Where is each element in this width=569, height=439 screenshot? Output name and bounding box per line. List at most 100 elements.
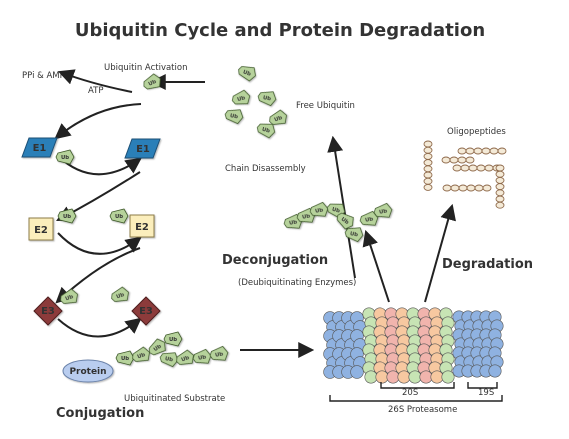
- ub-label: Ub: [242, 69, 252, 77]
- conjugation-label: Conjugation: [56, 406, 144, 421]
- degradation-label: Degradation: [442, 257, 533, 272]
- oligopeptides-label: Oligopeptides: [447, 127, 506, 137]
- proteasome-19s-label: 19S: [478, 388, 494, 398]
- e1-left-ubiquitin: Ub: [55, 149, 75, 165]
- free-ubiquitin-2: Ub: [231, 89, 251, 105]
- substrate-ubiquitin-1: Ub: [115, 350, 135, 366]
- ub-label: Ub: [121, 356, 129, 362]
- oligopeptide-top-row-bead: [457, 147, 467, 155]
- ub-label: Ub: [148, 79, 158, 88]
- oligopeptide-vertical-left-bead: [423, 140, 433, 148]
- substrate-ubiquitin-4: Ub: [159, 352, 179, 368]
- proteasome-right-cap-subunit: [488, 364, 502, 378]
- oligopeptide-bottom-row-bead: [442, 184, 452, 192]
- oligopeptide-vertical-left-bead: [423, 159, 433, 167]
- oligopeptide-short-row-bead: [441, 156, 451, 164]
- ub-label: Ub: [164, 356, 173, 363]
- e2-right-label: E2: [135, 222, 149, 233]
- ub-label: Ub: [331, 207, 341, 215]
- conjugation-cycle-arrows: [54, 69, 456, 358]
- ub-label: Ub: [349, 231, 358, 238]
- ub-label: Ub: [65, 294, 75, 302]
- oligopeptide-top-row-bead: [497, 147, 507, 155]
- oligopeptide-bottom-row-bead: [458, 184, 468, 192]
- ub-label: Ub: [215, 351, 224, 358]
- e2-right-ubiquitin: Ub: [109, 208, 129, 224]
- e2-left-label: E2: [34, 225, 48, 236]
- substrate-ubiquitin-8: Ub: [163, 331, 183, 347]
- chain-ubiquitin-3: Ub: [309, 201, 329, 217]
- ub-label: Ub: [340, 216, 350, 226]
- proteasome-core-subunit: [386, 370, 400, 384]
- e1-right-enzyme: E1: [124, 138, 161, 159]
- e3-right-label: E3: [139, 306, 153, 317]
- substrate-ubiquitin-2: Ub: [132, 346, 150, 362]
- proteasome-brackets: [329, 382, 503, 402]
- activation-ubiquitin: Ub: [143, 73, 161, 90]
- oligopeptide-vertical-right-bead: [495, 189, 505, 197]
- chain-ubiquitin-7: Ub: [359, 210, 379, 226]
- e3-left-ubiquitin: Ub: [60, 288, 78, 304]
- ub-label: Ub: [261, 127, 271, 135]
- proteasome-core-subunit: [430, 370, 444, 384]
- ub-label: Ub: [153, 343, 163, 353]
- substrate-ubiquitin-5: Ub: [176, 349, 194, 365]
- oligopeptide-middle-row-bead: [476, 164, 486, 172]
- oligopeptide-middle-row-bead: [468, 164, 478, 172]
- ub-label: Ub: [63, 214, 71, 220]
- oligopeptide-vertical-right-bead: [495, 183, 505, 191]
- proteasome-20s-label: 20S: [402, 388, 418, 398]
- ppi-amp-label: PPi & AMP: [22, 71, 65, 81]
- ub-label: Ub: [116, 292, 126, 300]
- proteasome-core-subunit: [397, 370, 411, 384]
- e3-right-enzyme: E3: [131, 296, 161, 326]
- oligopeptide-bottom-row-bead: [466, 184, 476, 192]
- free-ubiquitin-4: Ub: [224, 109, 244, 125]
- oligopeptide-top-row-bead: [465, 147, 475, 155]
- free-ubiquitin-label: Free Ubiquitin: [296, 101, 355, 111]
- oligopeptide-vertical-right-bead: [495, 170, 505, 178]
- ub-label: Ub: [302, 213, 311, 220]
- proteasome-left-cap-subunit: [350, 365, 364, 379]
- ubiquitin-activation-label: Ubiquitin Activation: [104, 63, 187, 73]
- ub-label: Ub: [365, 216, 374, 223]
- free-ubiquitin-3: Ub: [257, 91, 277, 107]
- oligopeptide-vertical-left-bead: [423, 165, 433, 173]
- ub-label: Ub: [315, 207, 324, 214]
- oligopeptide-vertical-left-bead: [423, 171, 433, 179]
- ubiquitinated-substrate-label: Ubiquitinated Substrate: [124, 394, 225, 404]
- ub-label: Ub: [198, 354, 207, 361]
- ub-label: Ub: [181, 355, 191, 363]
- substrate-ubiquitin-7: Ub: [209, 345, 229, 361]
- oligopeptide-vertical-right-bead: [495, 195, 505, 203]
- deubiquitinating-enzymes-label: (Deubiquitinating Enzymes): [238, 278, 356, 288]
- oligopeptide-middle-row-bead: [484, 164, 494, 172]
- e2-left-ubiquitin: Ub: [57, 208, 77, 224]
- oligopeptide-vertical-right-bead: [495, 176, 505, 184]
- oligopeptide-vertical-left-bead: [423, 146, 433, 154]
- oligopeptide-top-row-bead: [481, 147, 491, 155]
- oligopeptide-layer: [423, 140, 507, 209]
- e3-right-ubiquitin: Ub: [111, 286, 129, 302]
- free-ubiquitin-6: Ub: [256, 123, 276, 139]
- deconjugation-label: Deconjugation: [222, 253, 328, 268]
- protein-label: Protein: [69, 367, 106, 377]
- free-ubiquitin-5: Ub: [269, 109, 287, 125]
- e2-right-enzyme: E2: [129, 214, 155, 238]
- proteasome-26s-label: 26S Proteasome: [388, 405, 457, 415]
- oligopeptide-vertical-left-bead: [423, 183, 433, 191]
- oligopeptide-middle-row-bead: [452, 164, 462, 172]
- ub-label: Ub: [379, 208, 388, 215]
- e3-left-enzyme: E3: [33, 296, 63, 326]
- proteasome-core-subunit: [408, 370, 422, 384]
- e3-left-label: E3: [41, 306, 55, 317]
- oligopeptide-top-row-bead: [473, 147, 483, 155]
- chain-ubiquitin-5: Ub: [336, 212, 354, 230]
- chain-disassembly-label: Chain Disassembly: [225, 164, 306, 174]
- proteasome-core-subunit: [419, 370, 433, 384]
- diagram-title: Ubiquitin Cycle and Protein Degradation: [75, 20, 485, 41]
- oligopeptide-short-row-bead: [465, 156, 475, 164]
- ub-label: Ub: [115, 214, 123, 220]
